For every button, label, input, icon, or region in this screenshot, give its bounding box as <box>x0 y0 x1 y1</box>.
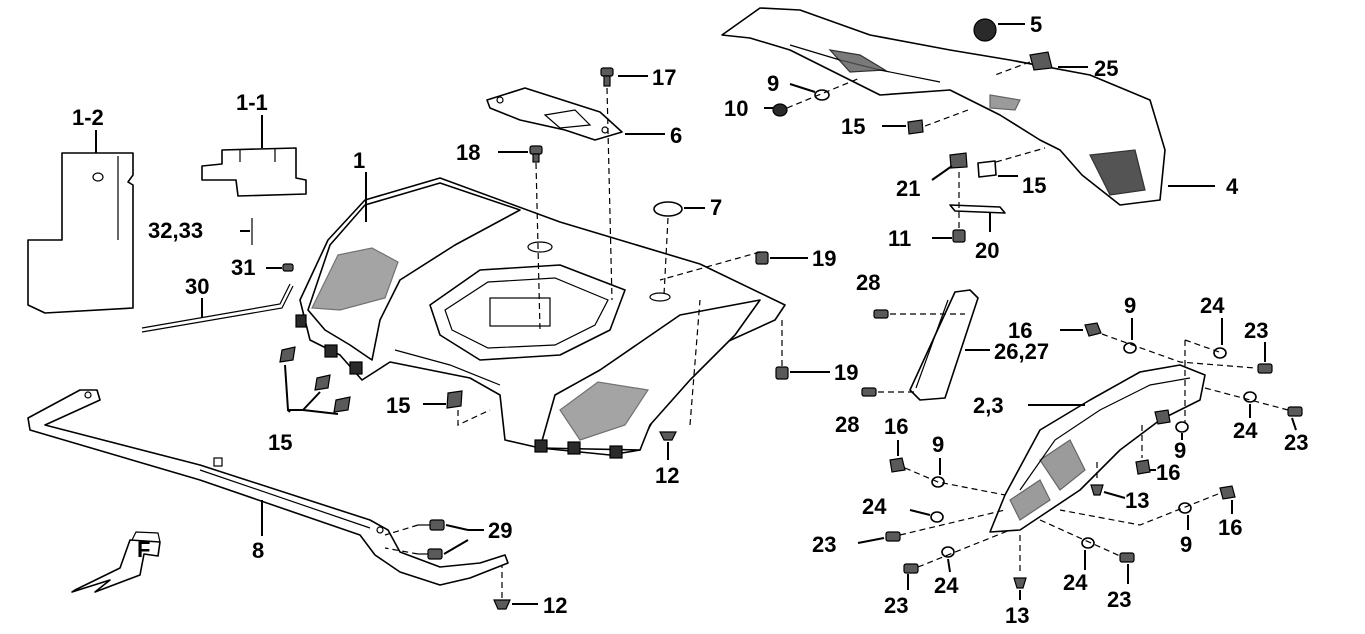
part-8-frame-rail <box>27 389 509 586</box>
part-11-bolt <box>932 168 966 243</box>
callout-28-upper: 28 <box>856 270 880 295</box>
callout-31: 31 <box>231 255 255 280</box>
callout-1: 1 <box>353 148 365 173</box>
callout-9-top-right: 9 <box>1124 293 1136 318</box>
callout-9-top: 9 <box>767 71 779 96</box>
callout-25: 25 <box>1094 56 1118 81</box>
callout-15-left: 15 <box>268 430 292 455</box>
callout-30: 30 <box>185 274 209 299</box>
part-28b-screw <box>861 387 915 397</box>
callout-16-mid: 16 <box>1156 460 1180 485</box>
front-direction-marker: F <box>71 531 161 593</box>
callout-15-rail: 15 <box>841 114 865 139</box>
front-marker-letter: F <box>137 537 150 562</box>
fastener-group-right <box>857 318 1303 600</box>
part-31-clip <box>266 263 294 272</box>
part-28a-screw <box>873 309 965 319</box>
part-15-clip-center <box>423 390 491 426</box>
part-1-rear-fender <box>295 172 786 459</box>
part-7-cap <box>653 201 705 296</box>
part-30-rod <box>141 283 294 333</box>
part-20-bracket <box>949 204 1006 232</box>
callout-13-mid: 13 <box>1125 488 1149 513</box>
part-2-3-footguard <box>989 364 1206 533</box>
callout-19-lower: 19 <box>834 360 858 385</box>
callout-20: 20 <box>975 238 999 263</box>
callout-15-bracket: 15 <box>1022 173 1046 198</box>
callout-23-bottom-right: 23 <box>1107 587 1131 612</box>
callout-23-bottom-left: 23 <box>884 593 908 618</box>
callout-labels: 1-2 1-1 1 32,33 31 30 15 15 8 29 12 12 1… <box>72 12 1308 628</box>
callout-24-bottom-right: 24 <box>1063 570 1088 595</box>
callout-11: 11 <box>888 226 911 251</box>
part-32-33-pin <box>240 218 253 245</box>
callout-26-27: 26,27 <box>994 339 1049 364</box>
part-26-27-strip <box>909 289 990 401</box>
callout-24-left: 24 <box>862 494 887 519</box>
callout-16-lower-right: 16 <box>1218 515 1242 540</box>
callout-32-33: 32,33 <box>148 218 203 243</box>
part-19b-bolt <box>775 320 830 380</box>
callout-10: 10 <box>724 96 748 121</box>
part-18-bolt <box>498 145 543 331</box>
part-15-clips-left <box>279 346 351 415</box>
callout-23-left: 23 <box>812 532 836 557</box>
callout-8: 8 <box>252 538 264 563</box>
callout-18: 18 <box>456 140 480 165</box>
callout-28-lower: 28 <box>835 412 859 437</box>
callout-1-2: 1-2 <box>72 105 104 130</box>
part-12a-clip <box>659 299 701 460</box>
part-1-2-panel <box>27 130 134 314</box>
callout-21: 21 <box>896 176 920 201</box>
callout-29: 29 <box>488 518 512 543</box>
callout-24-top: 24 <box>1200 293 1225 318</box>
part-5-cap <box>973 18 1025 42</box>
part-17-bolt <box>600 67 648 301</box>
callout-9-lower-right: 9 <box>1180 532 1192 557</box>
callout-6: 6 <box>670 123 682 148</box>
callout-7: 7 <box>710 195 722 220</box>
callout-16-left: 16 <box>884 414 908 439</box>
callout-15-center: 15 <box>386 393 410 418</box>
callout-1-1: 1-1 <box>236 90 268 115</box>
callout-16-top: 16 <box>1008 318 1032 343</box>
part-10-nut <box>764 77 861 117</box>
part-4-grab-rail <box>721 7 1215 206</box>
part-15c-clip <box>882 109 969 135</box>
part-15d-clip <box>977 147 1046 178</box>
callout-5: 5 <box>1030 12 1042 37</box>
part-12b-clip <box>493 560 538 610</box>
callout-12-lower: 12 <box>543 593 567 618</box>
part-6-bracket <box>486 87 665 141</box>
callout-2-3: 2,3 <box>973 393 1004 418</box>
callout-12-upper: 12 <box>655 463 679 488</box>
callout-9-left: 9 <box>932 432 944 457</box>
callout-9-mid-right: 9 <box>1174 438 1186 463</box>
part-29-bolts <box>384 519 484 560</box>
callout-17: 17 <box>652 65 676 90</box>
callout-13-bottom: 13 <box>1005 603 1029 628</box>
callout-23-top: 23 <box>1244 318 1268 343</box>
part-9a-washer <box>789 83 830 101</box>
callout-4: 4 <box>1226 174 1239 199</box>
part-1-1-panel <box>201 115 307 197</box>
part-19a-bolt <box>659 251 808 281</box>
callout-24-right: 24 <box>1233 418 1258 443</box>
callout-24-bottom-left: 24 <box>934 573 959 598</box>
part-25-nut <box>994 51 1088 76</box>
part-21-clip <box>931 152 968 181</box>
callout-23-right: 23 <box>1284 430 1308 455</box>
callout-19-upper: 19 <box>812 246 836 271</box>
